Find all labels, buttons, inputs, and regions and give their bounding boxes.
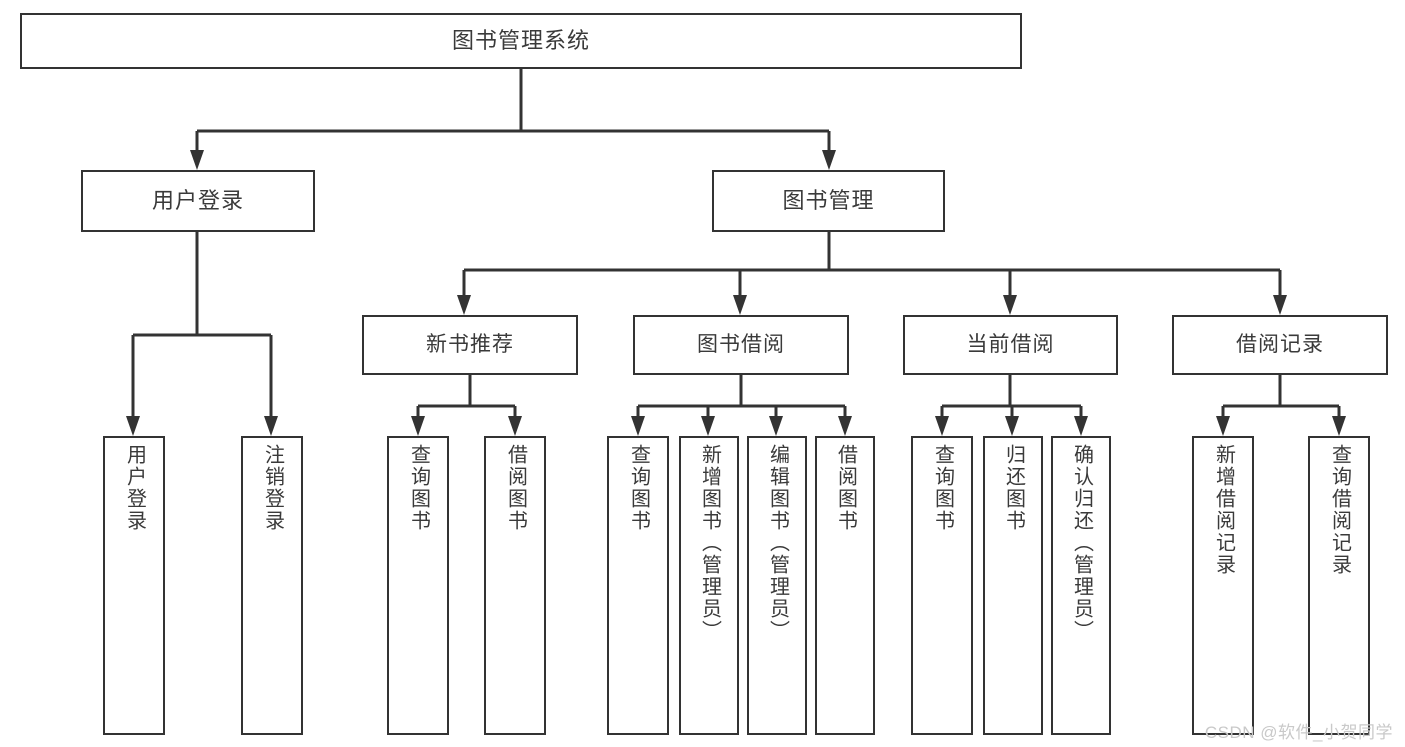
node-label: 当前借阅 — [966, 332, 1055, 356]
node-label: 借阅记录 — [1236, 332, 1324, 356]
arrowhead-icon — [838, 416, 852, 436]
node-label: 注销登录 — [261, 444, 284, 532]
arrowhead-icon — [935, 416, 949, 436]
node-leaf-query-book-1[interactable]: 查询图书 — [387, 436, 449, 735]
arrowhead-icon — [457, 295, 471, 315]
node-label: 借阅图书 — [504, 444, 527, 532]
node-root[interactable]: 图书管理系统 — [20, 13, 1022, 69]
node-new-book-rec[interactable]: 新书推荐 — [362, 315, 578, 375]
node-leaf-query-book-2[interactable]: 查询图书 — [607, 436, 669, 735]
node-book-manage[interactable]: 图书管理 — [712, 170, 945, 232]
arrowhead-icon — [1273, 295, 1287, 315]
arrowhead-icon — [701, 416, 715, 436]
node-label: 查询借阅记录 — [1328, 444, 1351, 576]
node-label: 确认归还（管理员） — [1070, 444, 1093, 642]
node-leaf-borrow-book-1[interactable]: 借阅图书 — [484, 436, 546, 735]
node-leaf-add-record[interactable]: 新增借阅记录 — [1192, 436, 1254, 735]
node-current-borrow[interactable]: 当前借阅 — [903, 315, 1118, 375]
node-leaf-user-logout[interactable]: 注销登录 — [241, 436, 303, 735]
node-label: 新增图书（管理员） — [698, 444, 721, 642]
node-leaf-borrow-book-2[interactable]: 借阅图书 — [815, 436, 875, 735]
node-user-login[interactable]: 用户登录 — [81, 170, 315, 232]
node-label: 新增借阅记录 — [1212, 444, 1235, 576]
node-label: 查询图书 — [627, 444, 650, 532]
node-label: 查询图书 — [931, 444, 954, 532]
arrowhead-icon — [126, 416, 140, 436]
node-label: 新书推荐 — [426, 332, 514, 356]
arrowhead-icon — [1005, 416, 1019, 436]
node-leaf-add-book[interactable]: 新增图书（管理员） — [679, 436, 739, 735]
node-label: 图书借阅 — [697, 332, 785, 356]
node-leaf-query-record[interactable]: 查询借阅记录 — [1308, 436, 1370, 735]
node-label: 用户登录 — [123, 444, 146, 532]
node-leaf-edit-book[interactable]: 编辑图书（管理员） — [747, 436, 807, 735]
node-label: 图书管理系统 — [451, 28, 590, 54]
node-label: 用户登录 — [151, 188, 244, 214]
arrowhead-icon — [190, 150, 204, 170]
arrowhead-icon — [822, 150, 836, 170]
arrowhead-icon — [264, 416, 278, 436]
node-label: 归还图书 — [1002, 444, 1025, 532]
arrowhead-icon — [411, 416, 425, 436]
node-leaf-confirm-return[interactable]: 确认归还（管理员） — [1051, 436, 1111, 735]
arrowhead-icon — [1216, 416, 1230, 436]
arrowhead-icon — [1332, 416, 1346, 436]
arrowhead-icon — [769, 416, 783, 436]
arrowhead-icon — [631, 416, 645, 436]
node-label: 编辑图书（管理员） — [766, 444, 789, 642]
node-book-borrow[interactable]: 图书借阅 — [633, 315, 849, 375]
node-leaf-return-book[interactable]: 归还图书 — [983, 436, 1043, 735]
arrowhead-icon — [1003, 295, 1017, 315]
node-borrow-record[interactable]: 借阅记录 — [1172, 315, 1388, 375]
node-label: 图书管理 — [782, 188, 875, 214]
node-label: 查询图书 — [407, 444, 430, 532]
node-label: 借阅图书 — [834, 444, 857, 532]
node-leaf-user-login[interactable]: 用户登录 — [103, 436, 165, 735]
arrowhead-icon — [733, 295, 747, 315]
arrowhead-icon — [1074, 416, 1088, 436]
node-leaf-query-book-3[interactable]: 查询图书 — [911, 436, 973, 735]
arrowhead-icon — [508, 416, 522, 436]
